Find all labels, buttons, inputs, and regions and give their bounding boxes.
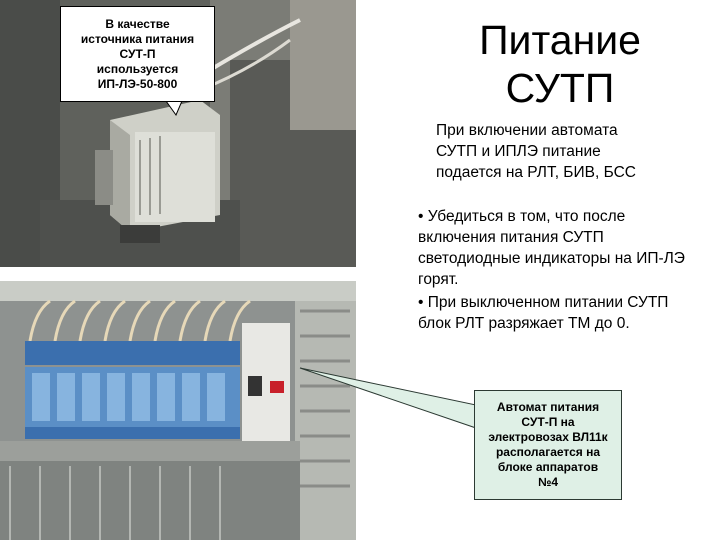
intro-line: СУТП и ИПЛЭ питание [436,143,601,160]
callout-bottom-line: СУТ-П на [521,415,575,429]
slide-title-line: Питание [479,17,641,63]
relay-panel-photo-graphic [0,281,356,540]
bullet-line: включения питания СУТП [418,229,604,246]
bullet-check-indicators: • Убедиться в том, что после включения п… [418,206,708,290]
bullet-line: светодиодные индикаторы на ИП-ЛЭ [418,250,685,267]
relay-panel-photo [0,281,356,540]
bullet-line: • Убедиться в том, что после [418,208,626,225]
bullet-rlt-discharge: • При выключенном питании СУТП блок РЛТ … [418,292,708,334]
callout-top-line: ИП-ЛЭ-50-800 [97,76,178,91]
callout-power-source: В качестве источника питания СУТ-П испол… [60,6,215,102]
intro-text: При включении автомата СУТП и ИПЛЭ питан… [436,120,696,183]
callout-bottom-line: электровозах ВЛ11к [488,430,608,444]
bullet-line: горят. [418,271,459,288]
power-supply-photo-graphic [0,0,356,267]
slide-title-line: СУТП [505,65,615,111]
slide-title: Питание СУТП [440,16,680,112]
bullet-line: • При выключенном питании СУТП [418,294,669,311]
power-supply-photo [0,0,356,267]
intro-line: подается на РЛТ, БИВ, БСС [436,164,636,181]
bullet-line: блок РЛТ разряжает ТМ до 0. [418,315,630,332]
callout-top-line: источника питания [80,31,195,46]
callout-bottom-line: блоке аппаратов [497,460,599,474]
callout-bottom-line: Автомат питания [496,400,600,414]
callout-top-line: используется [96,61,179,76]
callout-top-line: В качестве [105,16,170,31]
callout-top-line: СУТ-П [119,46,156,61]
callout-bottom-line: №4 [537,475,559,489]
callout-bottom-line: располагается на [495,445,601,459]
callout-breaker-location: Автомат питания СУТ-П на электровозах ВЛ… [474,390,622,500]
intro-line: При включении автомата [436,122,618,139]
